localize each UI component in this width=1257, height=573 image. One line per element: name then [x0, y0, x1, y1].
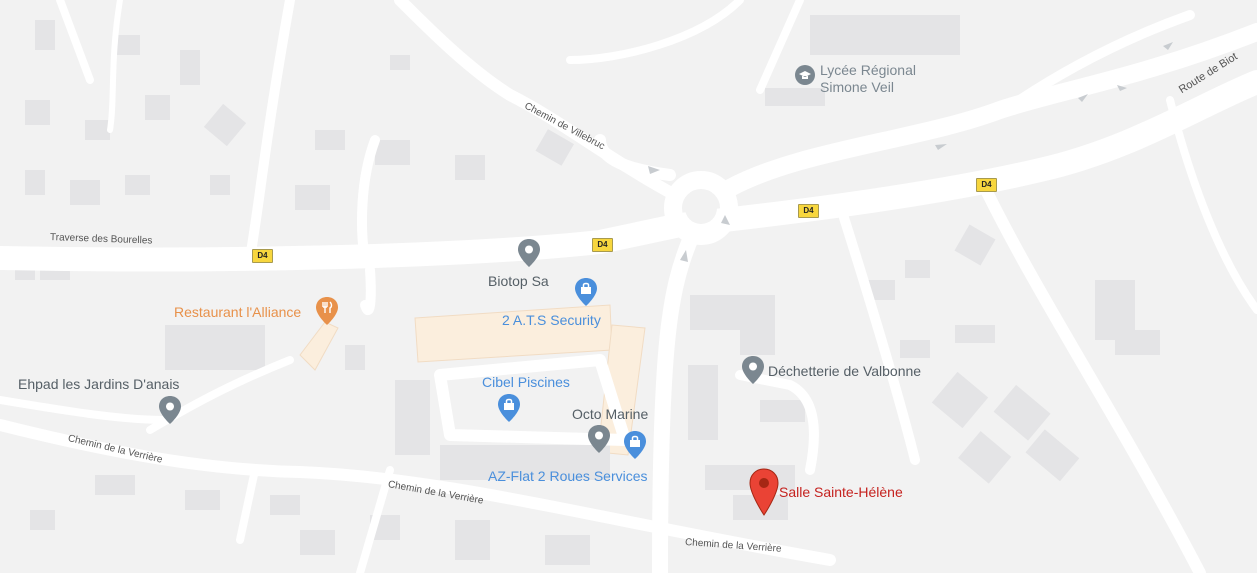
poi-label-ehpad[interactable]: Ehpad les Jardins D'anais [18, 376, 180, 392]
route-shield-d4: D4 [798, 204, 819, 218]
place-pin-icon[interactable] [517, 238, 541, 268]
shopping-bag-icon[interactable] [574, 277, 598, 307]
restaurant-icon[interactable] [315, 296, 339, 326]
poi-label-restaurant[interactable]: Restaurant l'Alliance [174, 304, 302, 320]
red-marker-icon[interactable] [749, 468, 779, 516]
poi-label-2-ats-security[interactable]: 2 A.T.S Security [502, 312, 601, 328]
direction-arrows [648, 42, 1173, 262]
poi-label-lycee[interactable]: Lycée Régional Simone Veil [820, 62, 916, 95]
route-shield-d4: D4 [976, 178, 997, 192]
poi-label-salle-sainte-helene[interactable]: Salle Sainte-Hélène [779, 484, 903, 500]
shopping-bag-icon[interactable] [623, 430, 647, 460]
buildings [15, 15, 1160, 565]
school-icon[interactable] [794, 64, 816, 86]
poi-label-dechetterie[interactable]: Déchetterie de Valbonne [768, 363, 922, 379]
poi-label-cibel-piscines[interactable]: Cibel Piscines [482, 374, 570, 390]
shopping-bag-icon[interactable] [497, 393, 521, 423]
roundabout-island [685, 192, 717, 224]
commercial-areas [299, 304, 646, 456]
place-pin-icon[interactable] [587, 424, 611, 454]
place-pin-icon[interactable] [741, 355, 765, 385]
route-shield-d4: D4 [592, 238, 613, 252]
poi-label-octo-marine[interactable]: Octo Marine [572, 406, 649, 422]
poi-label-az-flat[interactable]: AZ-Flat 2 Roues Services [488, 468, 648, 484]
poi-label-biotop-sa[interactable]: Biotop Sa [488, 273, 549, 289]
place-pin-icon[interactable] [158, 395, 182, 425]
route-shield-d4: D4 [252, 249, 273, 263]
